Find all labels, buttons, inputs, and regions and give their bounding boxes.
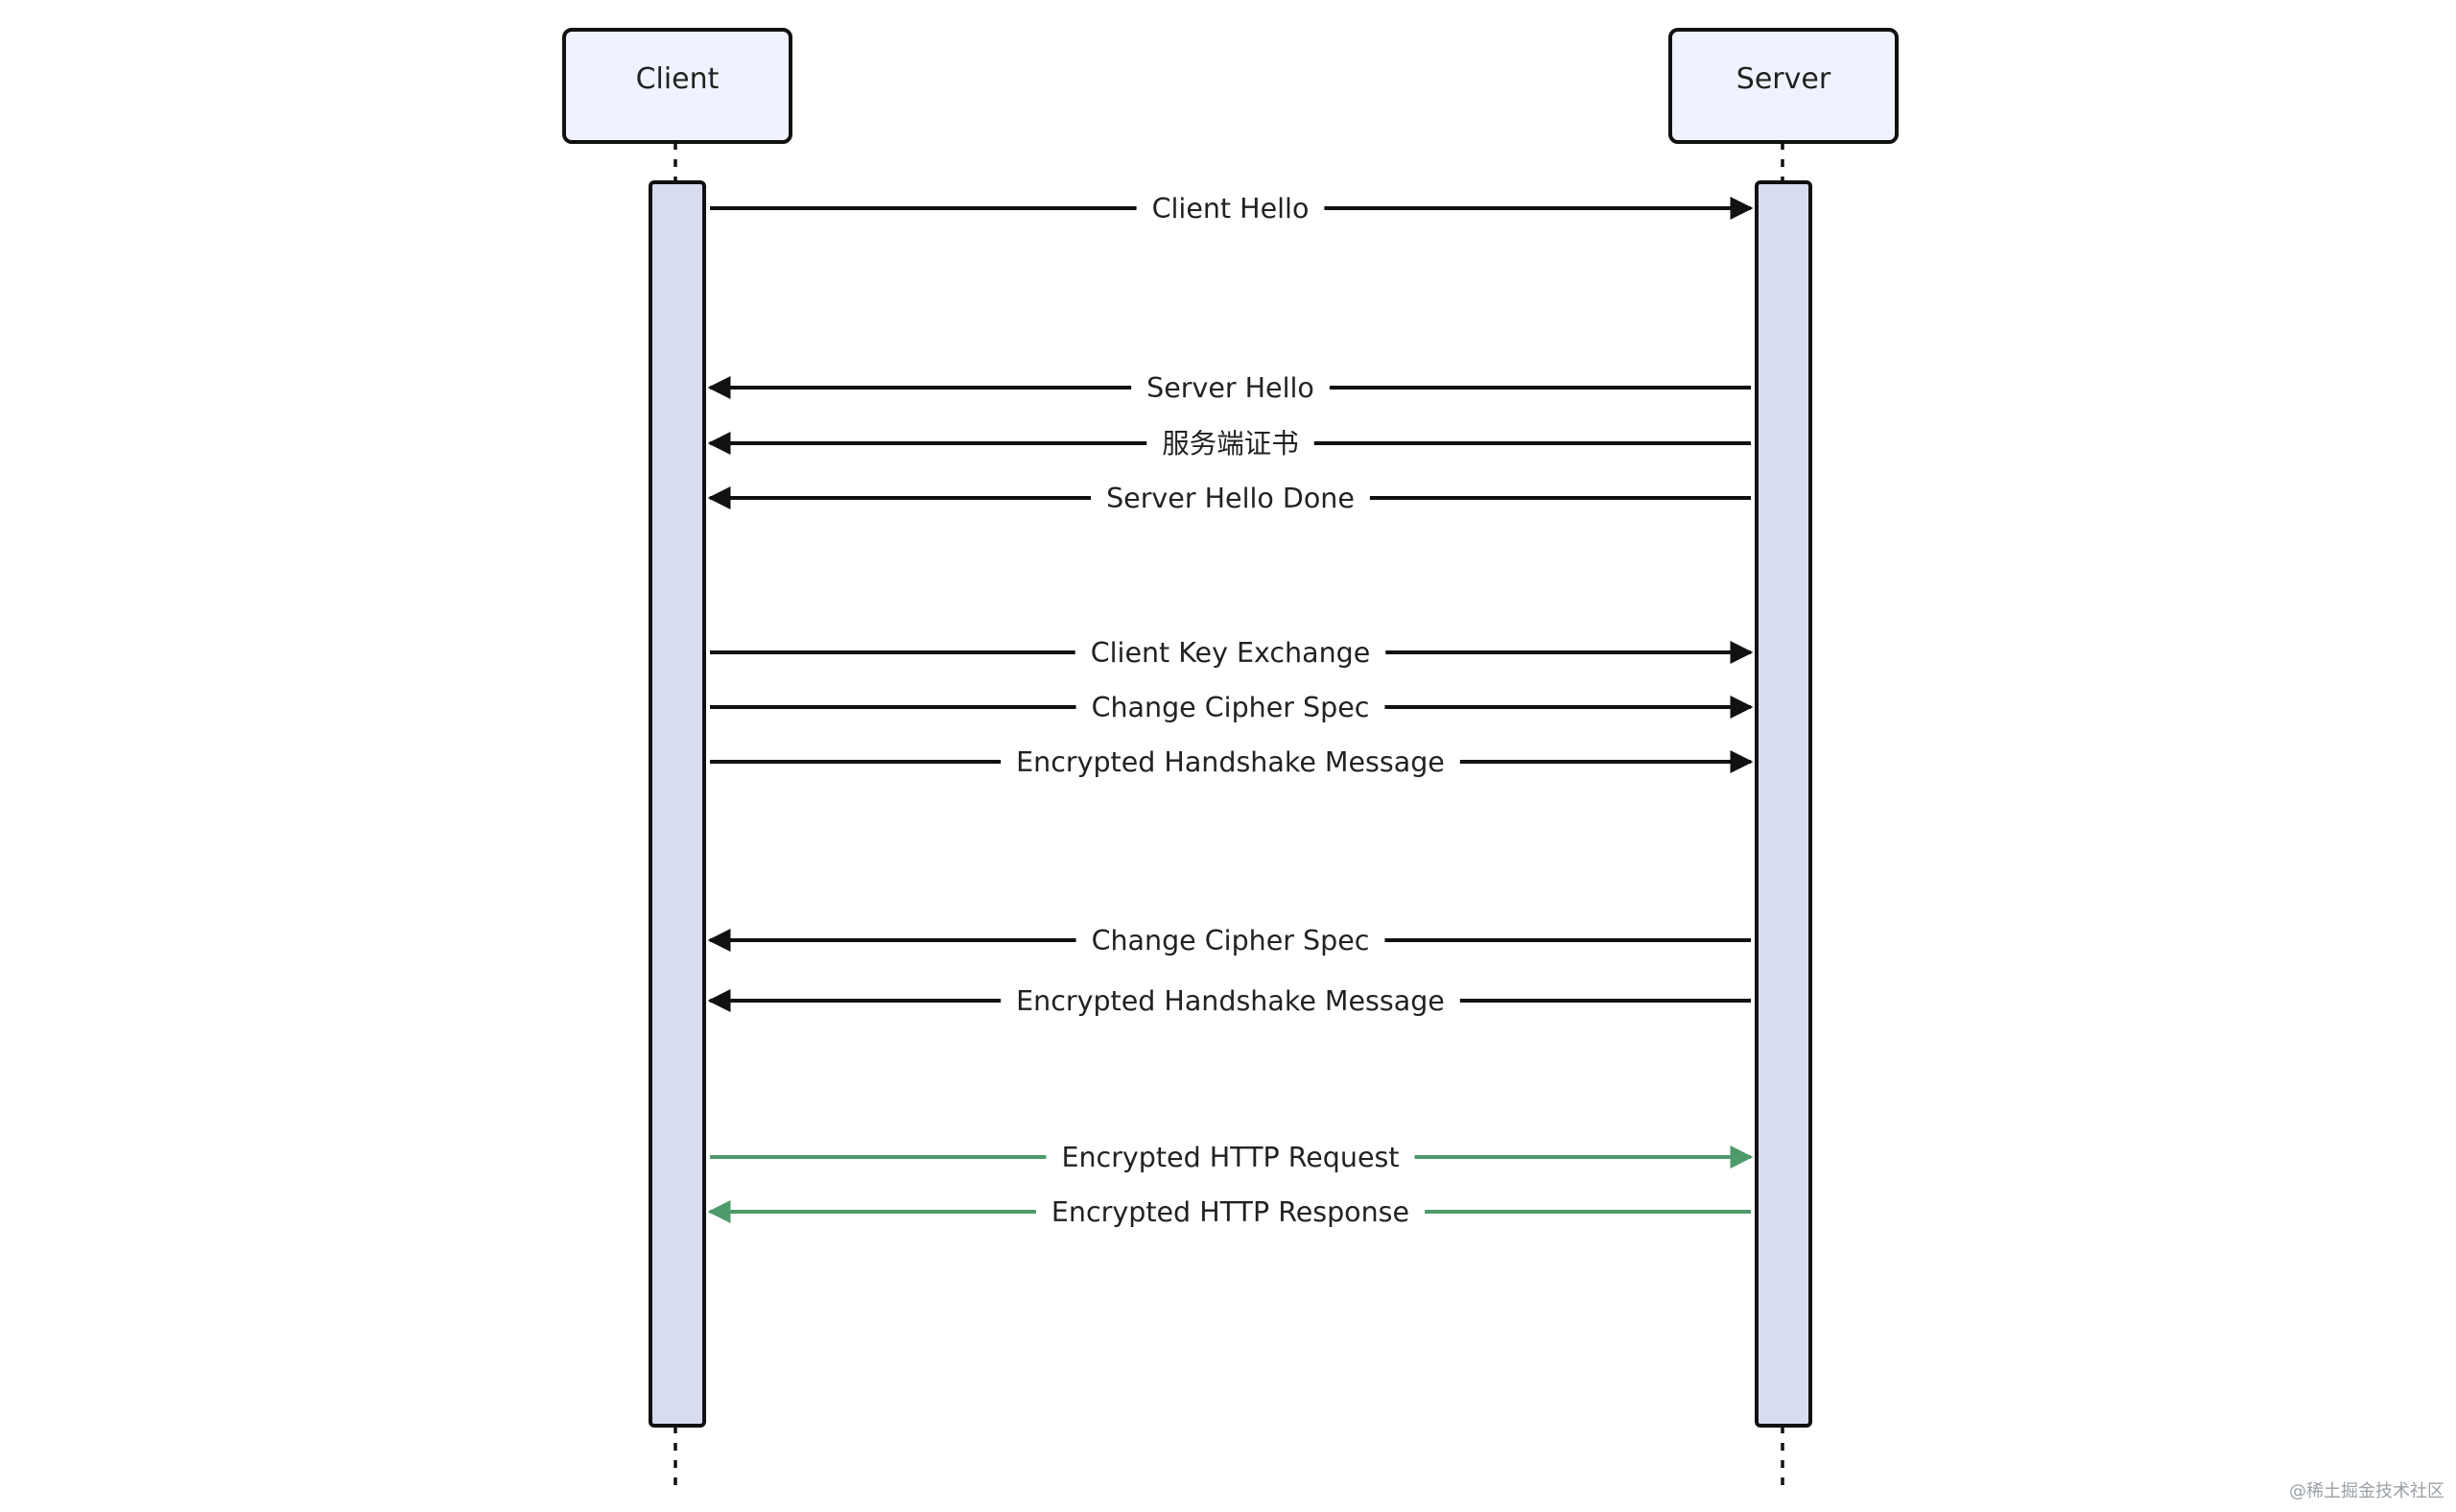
message-8: Change Cipher Spec — [707, 925, 1751, 957]
message-label: Client Hello — [1152, 193, 1310, 224]
message-label: Server Hello Done — [1106, 483, 1355, 514]
message-label: Server Hello — [1146, 372, 1314, 404]
message-label: Encrypted HTTP Response — [1051, 1196, 1409, 1228]
message-10: Encrypted HTTP Request — [710, 1142, 1754, 1173]
message-3: 服务端证书 — [707, 428, 1751, 460]
message-label: Change Cipher Spec — [1092, 692, 1370, 723]
message-1: Client Hello — [710, 193, 1754, 224]
participant-server-label: Server — [1736, 62, 1831, 96]
message-9: Encrypted Handshake Message — [707, 985, 1751, 1017]
message-label: Change Cipher Spec — [1092, 925, 1370, 957]
participant-client: Client — [562, 28, 792, 144]
client-activation-bar — [649, 180, 706, 1428]
watermark: @稀土掘金技术社区 — [2289, 1481, 2444, 1501]
message-label: Encrypted HTTP Request — [1061, 1142, 1399, 1173]
participant-client-label: Client — [636, 62, 720, 96]
message-label: Encrypted Handshake Message — [1016, 985, 1445, 1017]
message-2: Server Hello — [707, 372, 1751, 404]
message-label: 服务端证书 — [1162, 428, 1299, 460]
message-5: Client Key Exchange — [710, 637, 1754, 669]
participant-server: Server — [1668, 28, 1899, 144]
message-6: Change Cipher Spec — [710, 692, 1754, 723]
server-activation-bar — [1755, 180, 1812, 1428]
message-4: Server Hello Done — [707, 483, 1751, 514]
message-label: Client Key Exchange — [1091, 637, 1371, 669]
message-label: Encrypted Handshake Message — [1016, 746, 1445, 778]
message-11: Encrypted HTTP Response — [707, 1196, 1751, 1228]
message-7: Encrypted Handshake Message — [710, 746, 1754, 778]
